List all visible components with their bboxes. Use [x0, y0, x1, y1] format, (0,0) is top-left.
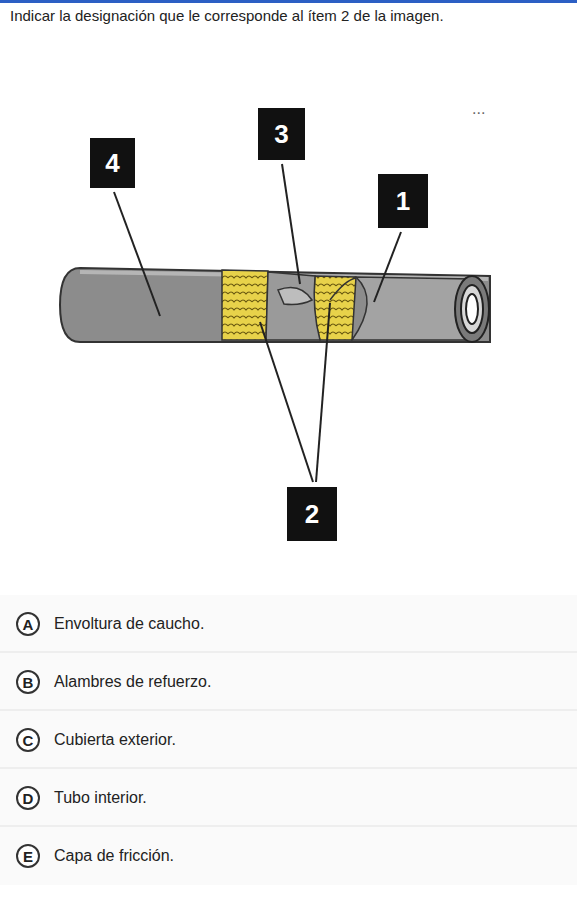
- braid-layer: [222, 270, 268, 340]
- callout-number: 3: [274, 119, 288, 150]
- answer-option: C Cubierta exterior.: [0, 716, 577, 764]
- option-letter: E: [16, 844, 40, 868]
- callout-number: 1: [396, 186, 410, 217]
- leader-lines: [114, 164, 401, 482]
- braid-layer: [314, 276, 356, 340]
- callout-box: 4: [90, 138, 135, 188]
- callout-box: 3: [258, 108, 305, 160]
- callout-number: 2: [305, 499, 319, 530]
- hose-end: [455, 276, 489, 342]
- callout-box: 2: [287, 487, 337, 541]
- inner-tube: [352, 277, 472, 340]
- option-letter: B: [16, 670, 40, 694]
- friction-layer: [266, 272, 320, 340]
- option-text: Tubo interior.: [54, 789, 147, 807]
- option-text: Alambres de refuerzo.: [54, 673, 211, 691]
- option-text: Capa de fricción.: [54, 847, 174, 865]
- option-text: Cubierta exterior.: [54, 731, 176, 749]
- answer-option: E Capa de fricción.: [0, 832, 577, 880]
- option-letter: D: [16, 786, 40, 810]
- option-text: Envoltura de caucho.: [54, 615, 204, 633]
- answer-option: D Tubo interior.: [0, 774, 577, 822]
- ellipsis-label: ...: [472, 100, 485, 118]
- option-separators: [0, 652, 577, 826]
- answer-option: A Envoltura de caucho.: [0, 600, 577, 648]
- option-letter: C: [16, 728, 40, 752]
- question-text: Indicar la designación que le correspond…: [10, 7, 570, 24]
- answer-option: B Alambres de refuerzo.: [0, 658, 577, 706]
- top-bar: [0, 0, 577, 3]
- options-ground: [0, 595, 577, 885]
- option-letter: A: [16, 612, 40, 636]
- outer-cover: [60, 268, 490, 342]
- callout-box: 1: [378, 174, 428, 228]
- callout-number: 4: [105, 148, 119, 179]
